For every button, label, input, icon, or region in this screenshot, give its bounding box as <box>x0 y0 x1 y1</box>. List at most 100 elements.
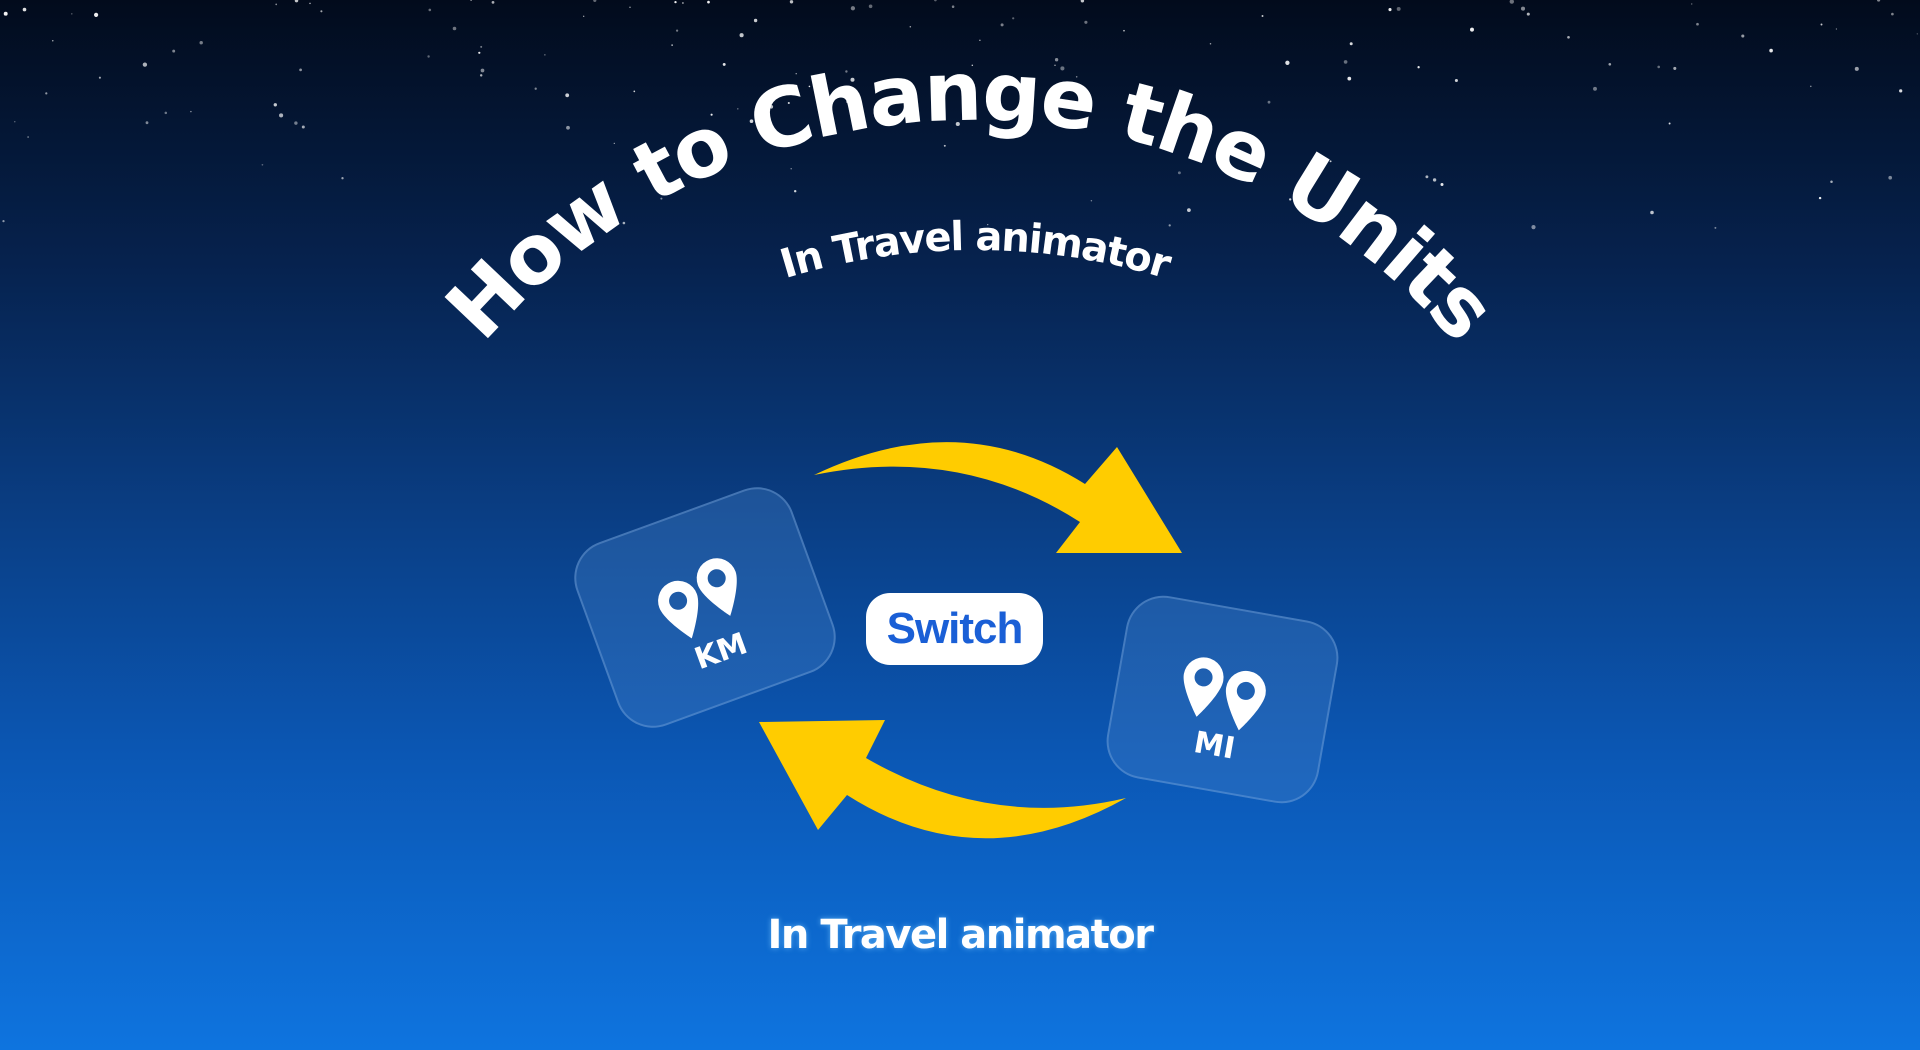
star <box>1690 3 1693 5</box>
star <box>190 110 192 113</box>
star <box>1289 198 1292 201</box>
star <box>479 74 483 77</box>
star <box>1531 225 1536 230</box>
star <box>850 77 855 82</box>
star <box>1593 86 1597 91</box>
footer-caption: In Travel animator <box>767 912 1154 958</box>
star <box>491 1 495 4</box>
star <box>1177 171 1181 175</box>
star <box>1567 35 1570 39</box>
starfield <box>2 0 1918 230</box>
star <box>793 189 797 193</box>
star <box>1285 60 1290 65</box>
star <box>164 111 168 115</box>
star <box>427 55 430 58</box>
star <box>1080 0 1085 3</box>
star <box>971 64 974 67</box>
star <box>1396 6 1401 11</box>
star <box>845 70 848 73</box>
star <box>739 33 744 38</box>
star <box>1608 62 1612 66</box>
switch-button[interactable]: Switch <box>866 593 1043 665</box>
star <box>1267 100 1271 104</box>
star <box>787 101 790 105</box>
star <box>1343 60 1348 64</box>
star <box>1123 29 1125 32</box>
star <box>1347 76 1352 81</box>
star <box>795 73 797 75</box>
star <box>301 125 305 129</box>
star <box>1440 182 1444 187</box>
star <box>1388 8 1392 12</box>
star <box>1425 175 1429 179</box>
star <box>660 197 663 200</box>
arrow-right-icon <box>814 442 1182 553</box>
title-arc: How to Change the Units In Travel animat… <box>428 45 1514 358</box>
star <box>27 136 29 138</box>
star <box>1820 23 1823 26</box>
star <box>671 44 673 46</box>
star <box>934 0 937 2</box>
star <box>142 62 148 67</box>
star <box>1000 23 1004 27</box>
star <box>1090 199 1093 202</box>
star <box>1209 42 1212 45</box>
star <box>681 2 684 4</box>
star <box>1012 17 1015 20</box>
star <box>583 15 585 17</box>
star <box>753 18 758 23</box>
star <box>1673 66 1677 70</box>
star <box>566 125 570 130</box>
star <box>480 68 485 73</box>
star <box>52 40 54 42</box>
star <box>22 7 27 12</box>
star <box>1810 85 1812 88</box>
star <box>341 177 344 180</box>
star <box>674 0 677 4</box>
star <box>3 11 8 16</box>
star <box>294 121 298 125</box>
star <box>309 2 311 5</box>
star <box>1657 65 1661 69</box>
star <box>633 90 636 93</box>
star <box>45 92 48 95</box>
star <box>470 0 472 1</box>
star <box>94 12 99 17</box>
star <box>544 54 546 56</box>
star <box>707 0 710 4</box>
star <box>534 87 537 90</box>
arrow-left-icon <box>759 720 1126 839</box>
star <box>1454 78 1458 83</box>
star <box>769 104 774 109</box>
km-card[interactable]: KM <box>563 476 847 739</box>
star <box>1714 226 1717 229</box>
star <box>1916 33 1918 35</box>
star <box>979 39 981 42</box>
star <box>710 113 713 116</box>
star <box>1509 0 1514 4</box>
star <box>749 119 754 123</box>
star <box>629 6 631 9</box>
star <box>320 10 323 13</box>
star <box>261 163 264 166</box>
star <box>1891 12 1894 16</box>
star <box>1187 208 1191 212</box>
star <box>737 108 739 110</box>
mi-card[interactable]: MI <box>1100 589 1345 810</box>
star <box>1432 178 1437 182</box>
star <box>1696 22 1699 26</box>
star <box>273 103 277 107</box>
star <box>846 101 848 103</box>
star <box>98 76 101 79</box>
star <box>565 93 570 98</box>
star <box>1899 89 1903 93</box>
star <box>1769 48 1773 53</box>
star <box>1854 66 1859 71</box>
star <box>943 144 946 147</box>
star <box>622 221 626 225</box>
star <box>722 62 726 66</box>
star <box>452 26 457 31</box>
star <box>275 3 278 6</box>
star <box>827 108 830 112</box>
